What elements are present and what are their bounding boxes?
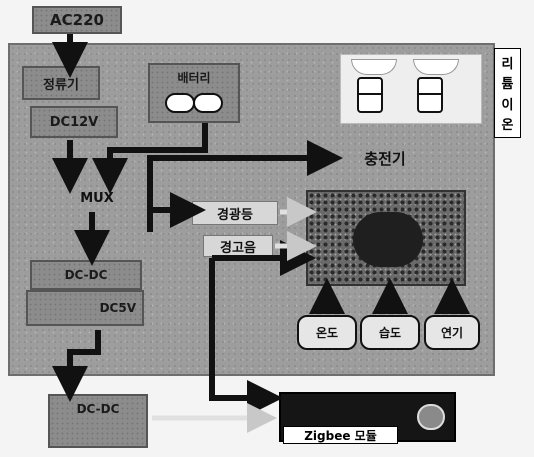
arrow-to-charger: [150, 158, 325, 232]
arrow-battery-to-mux: [110, 123, 205, 176]
arrow-to-zigbee: [212, 258, 265, 398]
arrow-dc5v-to-output: [70, 330, 98, 384]
